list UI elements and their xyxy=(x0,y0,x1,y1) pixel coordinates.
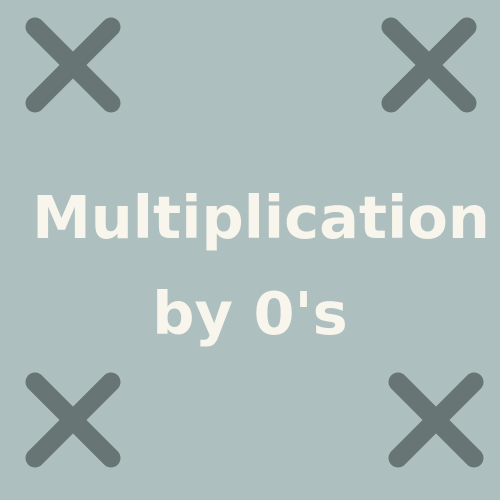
x-mark-icon xyxy=(379,15,479,115)
title-line-1: Multiplication xyxy=(32,183,490,252)
x-mark-icon xyxy=(386,370,486,470)
title-line-2: by 0's xyxy=(152,279,348,348)
x-mark-icon xyxy=(23,15,123,115)
page-title: Multiplication by 0's xyxy=(0,170,500,362)
x-mark-icon xyxy=(23,370,123,470)
